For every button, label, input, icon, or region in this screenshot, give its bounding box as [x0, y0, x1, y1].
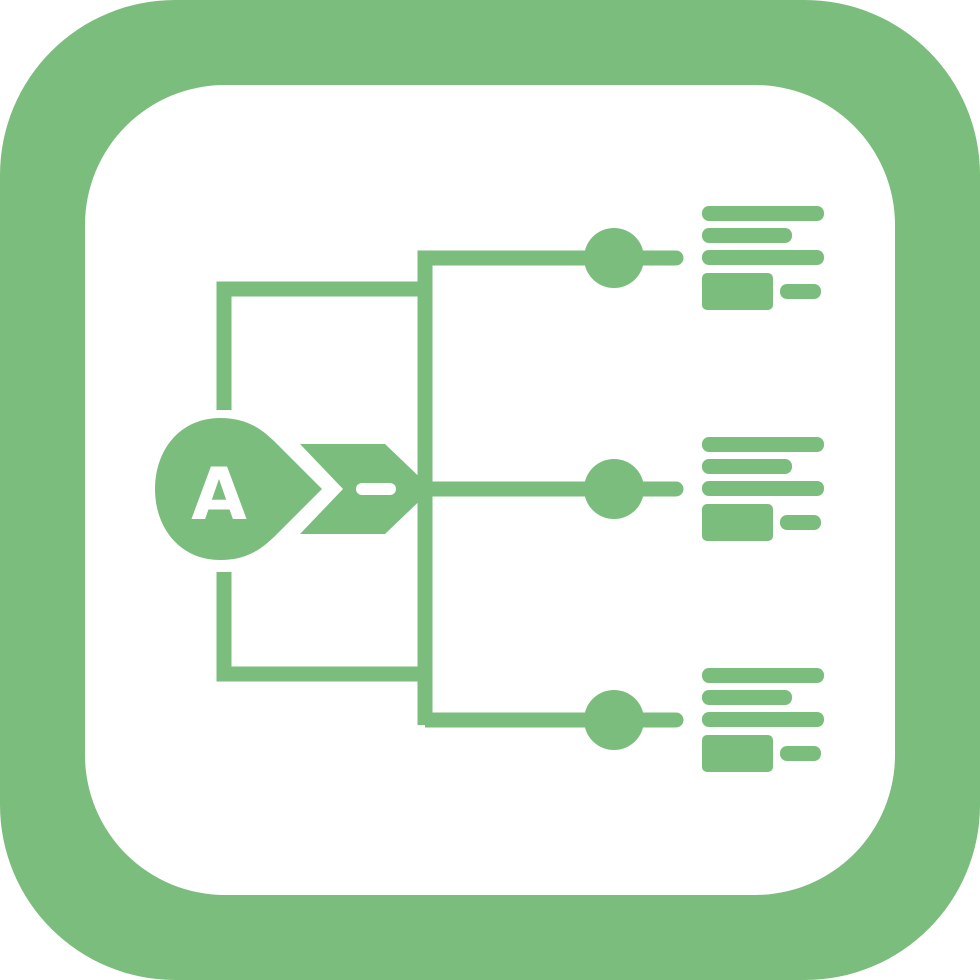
root-node: A	[155, 418, 322, 560]
text-block-middle	[702, 437, 824, 541]
text-block-bottom	[702, 668, 824, 772]
left-bracket-connector	[216, 281, 425, 682]
root-letter: A	[191, 452, 247, 536]
branch-node-middle	[584, 459, 684, 519]
arrow-nib-icon	[300, 444, 432, 534]
root-node-bubble	[155, 418, 322, 560]
branch-node-bottom	[584, 690, 684, 750]
text-block-top	[702, 206, 824, 310]
arrow-nib-dash	[356, 483, 396, 495]
branch-connectors	[417, 250, 590, 728]
branch-node-top	[584, 228, 684, 288]
